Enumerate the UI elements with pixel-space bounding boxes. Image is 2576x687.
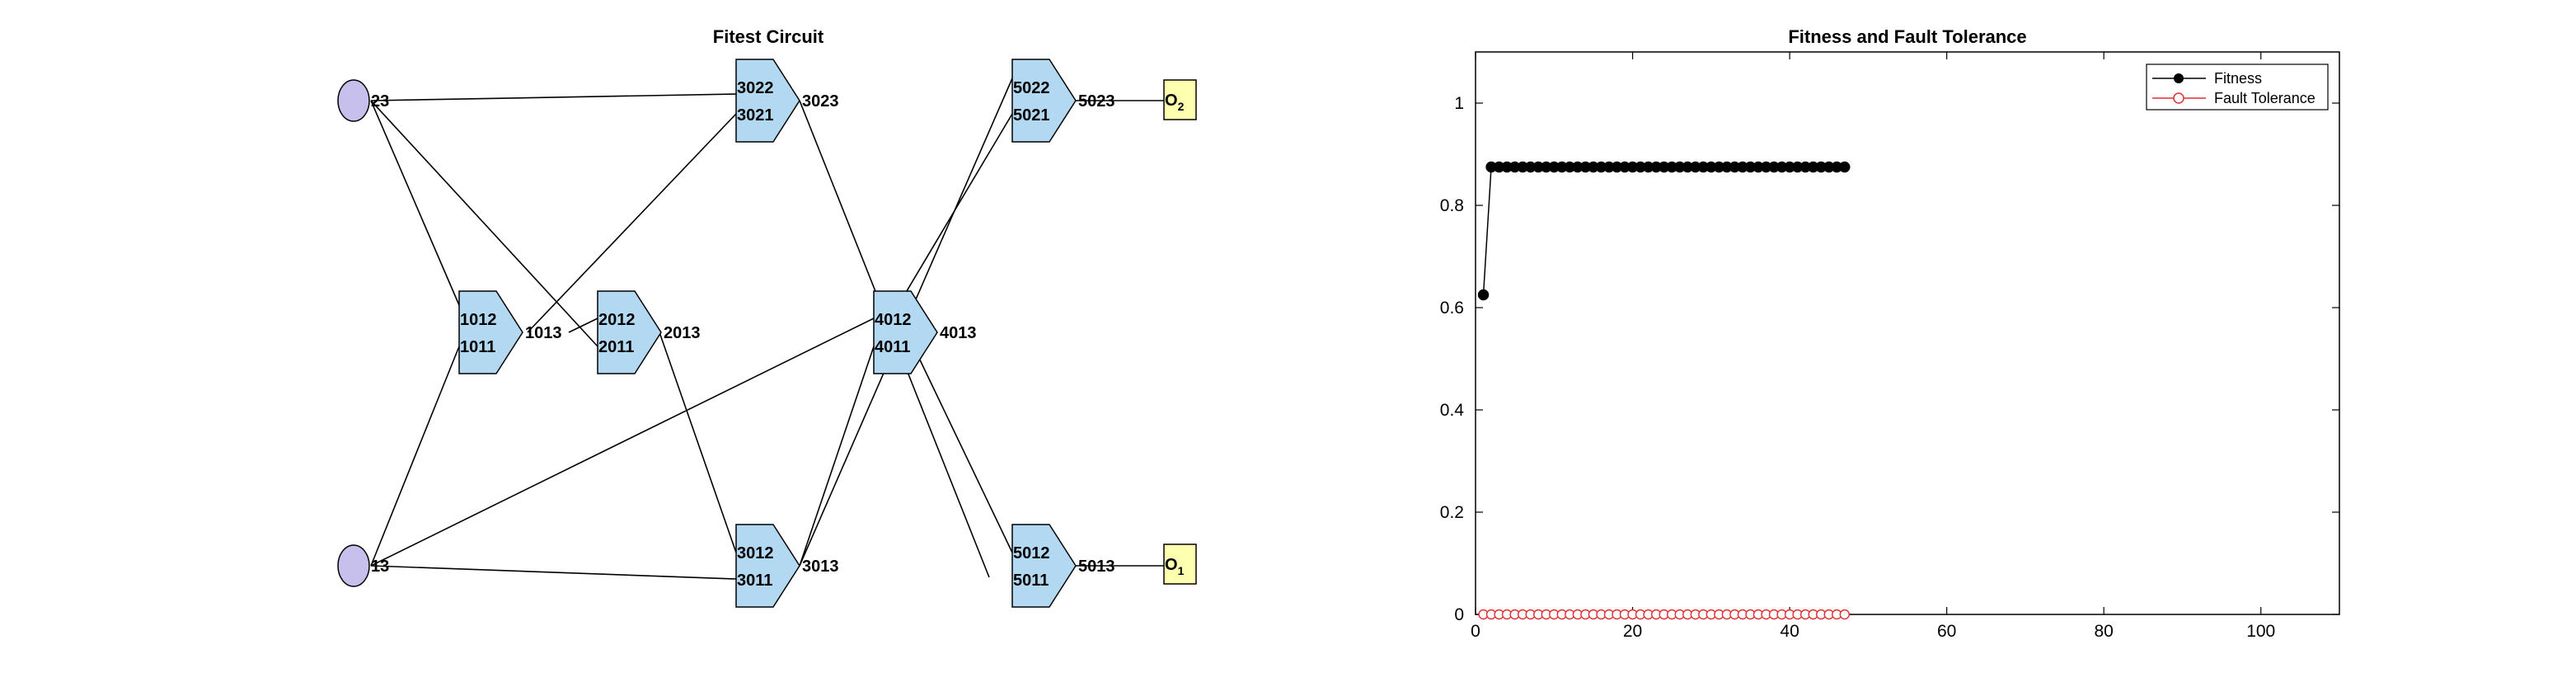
input-node-23: 23 — [337, 79, 389, 122]
gate-input-label-top: 4012 — [875, 311, 912, 329]
legend-marker-fault-tolerance — [2173, 92, 2184, 104]
gate-3023: 3022 3021 3023 — [735, 59, 839, 143]
gate-input-label-bottom: 3011 — [737, 572, 772, 590]
plot-area — [1475, 51, 2340, 615]
series-fitness — [1477, 161, 1851, 301]
gate-input-label-bottom: 5011 — [1013, 572, 1049, 590]
legend-label-fault-tolerance: Fault Tolerance — [2214, 90, 2316, 106]
input-node-13: 13 — [337, 544, 389, 587]
gate-input-label-bottom: 2011 — [598, 338, 634, 356]
gate-body — [458, 290, 523, 374]
wire-23-2011 — [370, 100, 598, 347]
circuit-panel: Fitest Circuit 23 13 — [337, 26, 1197, 608]
data-point — [1839, 161, 1851, 173]
wire-13-4012 — [370, 318, 875, 567]
gate-input-label-bottom: 4011 — [875, 338, 910, 356]
legend: Fitness Fault Tolerance — [2146, 64, 2329, 111]
gate-input-label-bottom: 3021 — [737, 106, 774, 125]
y-tick-label: 0 — [1454, 605, 1464, 624]
y-tick-label: 1 — [1454, 94, 1464, 113]
gate-input-label-bottom: 1011 — [460, 338, 495, 356]
wire-1013-3021 — [527, 113, 737, 333]
gate-body — [735, 59, 800, 143]
gate-input-label-top: 3012 — [737, 544, 774, 562]
wire-3013-4011 — [799, 346, 875, 567]
output-box — [1163, 543, 1197, 585]
x-tick-label: 20 — [1623, 622, 1642, 641]
input-ellipse — [337, 544, 370, 587]
data-point — [1477, 289, 1490, 301]
axes-layer: 0 20 40 60 80 100 0 0.2 0.4 0.6 0.8 1 — [1440, 52, 2339, 641]
legend-label-fitness: Fitness — [2214, 70, 2262, 87]
gate-body — [735, 524, 800, 608]
output-box — [1163, 79, 1197, 120]
circuit-wires — [370, 78, 1164, 580]
gate-input-label-top: 1012 — [460, 311, 497, 329]
gate-input-label-bottom: 5021 — [1013, 106, 1050, 125]
gate-body — [1011, 524, 1077, 608]
gate-body — [1011, 59, 1077, 143]
gate-output-label: 3023 — [802, 92, 839, 111]
series-layer — [1477, 161, 1851, 620]
gate-5013: 5012 5011 5013 — [1011, 524, 1115, 608]
input-label: 23 — [371, 92, 389, 111]
input-ellipse — [337, 79, 370, 122]
y-tick-label: 0.8 — [1440, 196, 1464, 215]
wire-23-1012 — [370, 100, 460, 306]
x-tick-label: 100 — [2246, 622, 2275, 641]
gate-body — [597, 290, 662, 374]
gate-output-label: 5013 — [1078, 558, 1115, 576]
legend-marker-fitness — [2174, 73, 2184, 83]
wire-23-3022 — [370, 93, 737, 101]
wire-13-1011 — [370, 346, 460, 567]
gate-5023: 5022 5021 5023 — [1011, 59, 1115, 143]
y-tick-label: 0.2 — [1440, 503, 1464, 522]
y-tick-label: 0.6 — [1440, 299, 1464, 318]
output-node-1: O1 — [1163, 543, 1197, 585]
x-tick-label: 40 — [1780, 622, 1799, 641]
gate-input-label-top: 2012 — [598, 311, 636, 329]
wire-1013-2012 — [568, 318, 598, 333]
y-tick-label: 0.4 — [1440, 401, 1465, 420]
gate-input-label-top: 5012 — [1013, 544, 1050, 562]
gate-output-label: 2013 — [664, 324, 701, 342]
circuit-title: Fitest Circuit — [713, 26, 824, 47]
data-point — [1839, 609, 1850, 620]
gate-output-label: 1013 — [525, 324, 562, 342]
chart-title: Fitness and Fault Tolerance — [1788, 26, 2026, 47]
output-label: O1 — [1165, 556, 1185, 577]
x-tick-label: 80 — [2095, 622, 2114, 641]
gate-4013: 4012 4011 4013 — [873, 290, 977, 374]
gate-2013: 2012 2011 2013 — [597, 290, 701, 374]
gate-body — [873, 290, 938, 374]
output-node-2: O2 — [1163, 79, 1197, 120]
gate-3013: 3012 3011 3013 — [735, 524, 839, 608]
gate-output-label: 3013 — [802, 558, 839, 576]
gate-input-label-top: 5022 — [1013, 79, 1050, 97]
x-tick-label: 0 — [1471, 622, 1480, 641]
gate-input-label-top: 3022 — [737, 79, 774, 97]
wire-2013-3012 — [659, 332, 737, 553]
gate-1013: 1012 1011 1013 — [458, 290, 562, 374]
output-label: O2 — [1165, 92, 1185, 113]
gate-output-label: 5023 — [1078, 92, 1115, 111]
x-tick-label: 60 — [1937, 622, 1956, 641]
wire-4013-5012 — [906, 332, 1013, 553]
input-label: 13 — [371, 558, 389, 576]
wire-13-3011 — [370, 565, 737, 580]
gate-output-label: 4013 — [940, 324, 977, 342]
gates-layer: 1012 1011 1013 2012 2011 2013 3022 3021 3023 3012… — [458, 59, 1115, 608]
series-fault-tolerance — [1478, 609, 1850, 620]
